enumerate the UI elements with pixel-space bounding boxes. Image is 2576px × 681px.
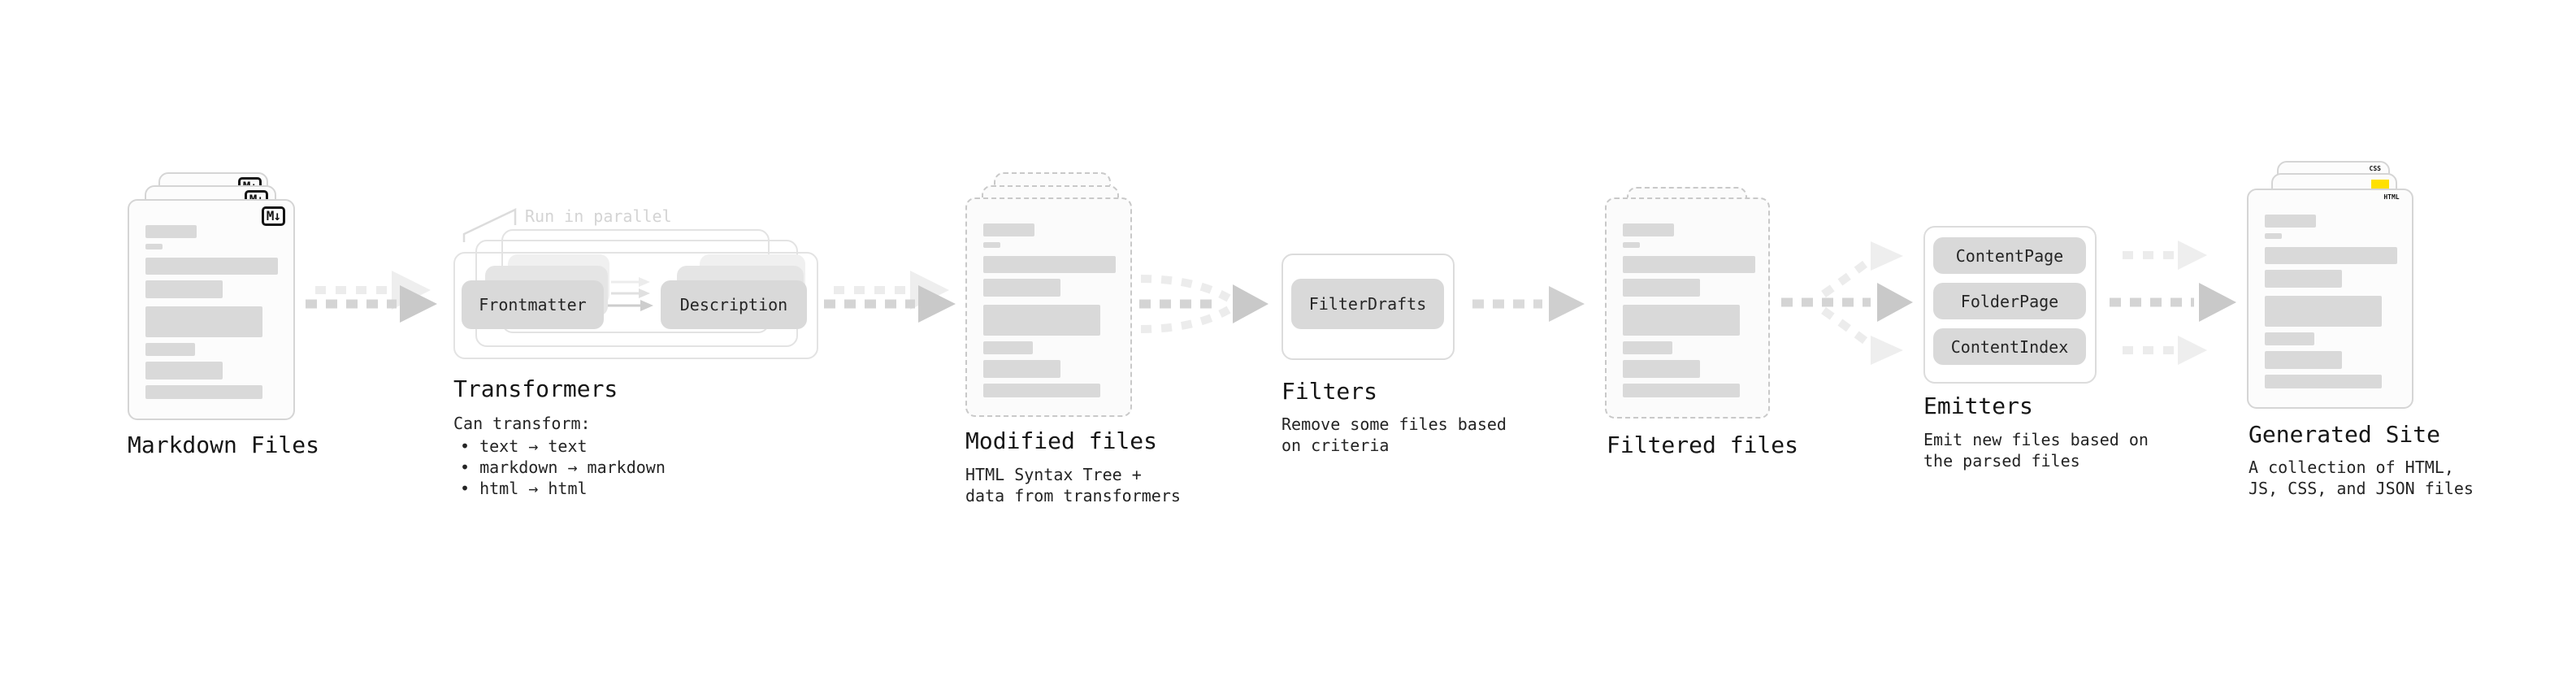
text-line-placeholder [2265, 233, 2282, 239]
stage-title-filters: Filters [1281, 378, 1378, 405]
stage-title-filtered-files: Filtered files [1607, 432, 1799, 458]
text-line-placeholder [983, 256, 1116, 273]
bullet-line: • markdown → markdown [460, 458, 666, 477]
html5-icon-word: HTML [2383, 193, 2400, 201]
text-line-placeholder [145, 225, 197, 238]
html5-icon: HTML 5 [2381, 193, 2402, 201]
text-line-placeholder [983, 360, 1060, 378]
desc-line: the parsed files [1923, 451, 2080, 471]
stage-transformers: Run in parallel Frontmatter Description … [453, 206, 835, 505]
stage-modified-files: Modified files HTML Syntax Tree + data f… [965, 172, 1181, 514]
contentindex-pill: ContentIndex [1933, 328, 2086, 365]
arrows-emitters-to-generated [2110, 241, 2236, 365]
stage-filtered-files: Filtered files [1605, 187, 1798, 463]
filters-desc: Remove some files based on criteria [1281, 414, 1507, 456]
desc-line: on criteria [1281, 436, 1390, 455]
transformers-bullets: • text → text • markdown → markdown • ht… [460, 436, 666, 499]
stage-title-emitters: Emitters [1923, 393, 2033, 419]
text-line-placeholder [2265, 296, 2382, 327]
text-line-placeholder [1623, 384, 1740, 397]
arrow-transformers-to-modified [824, 271, 956, 323]
stage-title-markdown-files: Markdown Files [128, 432, 320, 458]
document-card-html: HTML 5 [2247, 189, 2413, 409]
text-line-placeholder [983, 242, 1000, 248]
document-card-front: M↓ [128, 199, 295, 420]
stage-title-transformers: Transformers [453, 375, 618, 402]
filterdrafts-pill: FilterDrafts [1291, 279, 1444, 329]
arrow-filtered-to-emitters-diverge [1781, 241, 1913, 365]
text-line-placeholder [145, 343, 195, 356]
folderpage-pill: FolderPage [1933, 283, 2086, 319]
javascript-icon [2371, 180, 2389, 189]
text-line-placeholder [2265, 270, 2342, 288]
desc-line: HTML Syntax Tree + [965, 465, 1142, 484]
document-card-front [965, 197, 1132, 417]
arrow-filters-to-filtered [1472, 286, 1585, 322]
text-line-placeholder [1623, 256, 1755, 273]
text-line-placeholder [1623, 242, 1640, 248]
text-line-placeholder [983, 341, 1033, 354]
text-line-placeholder [145, 244, 163, 249]
generated-site-desc: A collection of HTML, JS, CSS, and JSON … [2249, 457, 2474, 499]
text-line-placeholder [1623, 305, 1740, 336]
stage-emitters: ContentPage FolderPage ContentIndex Emit… [1923, 226, 2149, 471]
text-line-placeholder [145, 280, 223, 298]
text-line-placeholder [2265, 215, 2316, 228]
bullet-line: • text → text [460, 436, 588, 456]
run-in-parallel-note: Run in parallel [525, 206, 672, 226]
bullet-line: • html → html [460, 479, 588, 498]
stage-markdown-files: M↓ M↓ M↓ Markdown Files [128, 172, 319, 505]
desc-line: A collection of HTML, [2249, 458, 2454, 477]
desc-line: Emit new files based on [1923, 430, 2149, 449]
text-line-placeholder [2265, 247, 2397, 264]
text-line-placeholder [1623, 279, 1700, 297]
text-line-placeholder [983, 223, 1034, 236]
desc-line: Remove some files based [1281, 414, 1507, 434]
text-line-placeholder [1623, 223, 1674, 236]
text-line-placeholder [145, 385, 262, 399]
markdown-icon: M↓ [261, 206, 285, 226]
text-line-placeholder [983, 305, 1100, 336]
frontmatter-pill: Frontmatter [462, 280, 604, 329]
modified-files-desc: HTML Syntax Tree + data from transformer… [965, 464, 1181, 506]
text-line-placeholder [1623, 341, 1672, 354]
transformers-desc-heading: Can transform: [453, 414, 591, 433]
arrow-modified-to-filters-converge [1139, 275, 1268, 333]
text-line-placeholder [145, 306, 262, 337]
text-line-placeholder [2265, 332, 2314, 345]
desc-line: data from transformers [965, 486, 1181, 505]
description-pill: Description [661, 280, 807, 329]
stage-filters: FilterDrafts Filters Remove some files b… [1281, 254, 1507, 465]
text-line-placeholder [145, 258, 278, 275]
text-line-placeholder [2265, 351, 2342, 369]
stage-title-modified-files: Modified files [965, 427, 1158, 454]
text-line-placeholder [145, 362, 223, 380]
arrow-markdown-to-transformers [306, 271, 437, 323]
document-card-front [1605, 197, 1770, 419]
text-line-placeholder [983, 279, 1060, 297]
stage-title-generated-site: Generated Site [2249, 421, 2441, 448]
transformer-layer-front [453, 252, 818, 359]
desc-line: JS, CSS, and JSON files [2249, 479, 2474, 498]
emitters-desc: Emit new files based on the parsed files [1923, 429, 2149, 471]
stage-generated-site: CSS HTML 5 Generated Site A collection o… [2247, 161, 2474, 518]
contentpage-pill: ContentPage [1933, 237, 2086, 274]
text-line-placeholder [1623, 360, 1700, 378]
text-line-placeholder [983, 384, 1100, 397]
text-line-placeholder [2265, 375, 2382, 388]
